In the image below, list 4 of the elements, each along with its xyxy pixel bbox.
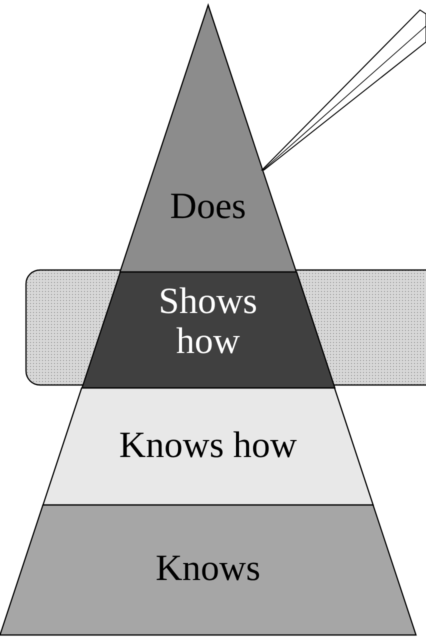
level-label: Knows how — [118, 426, 298, 466]
level-label: Does — [168, 187, 248, 227]
level-label: Knows — [154, 549, 262, 589]
level-label: Shows how — [158, 282, 258, 362]
